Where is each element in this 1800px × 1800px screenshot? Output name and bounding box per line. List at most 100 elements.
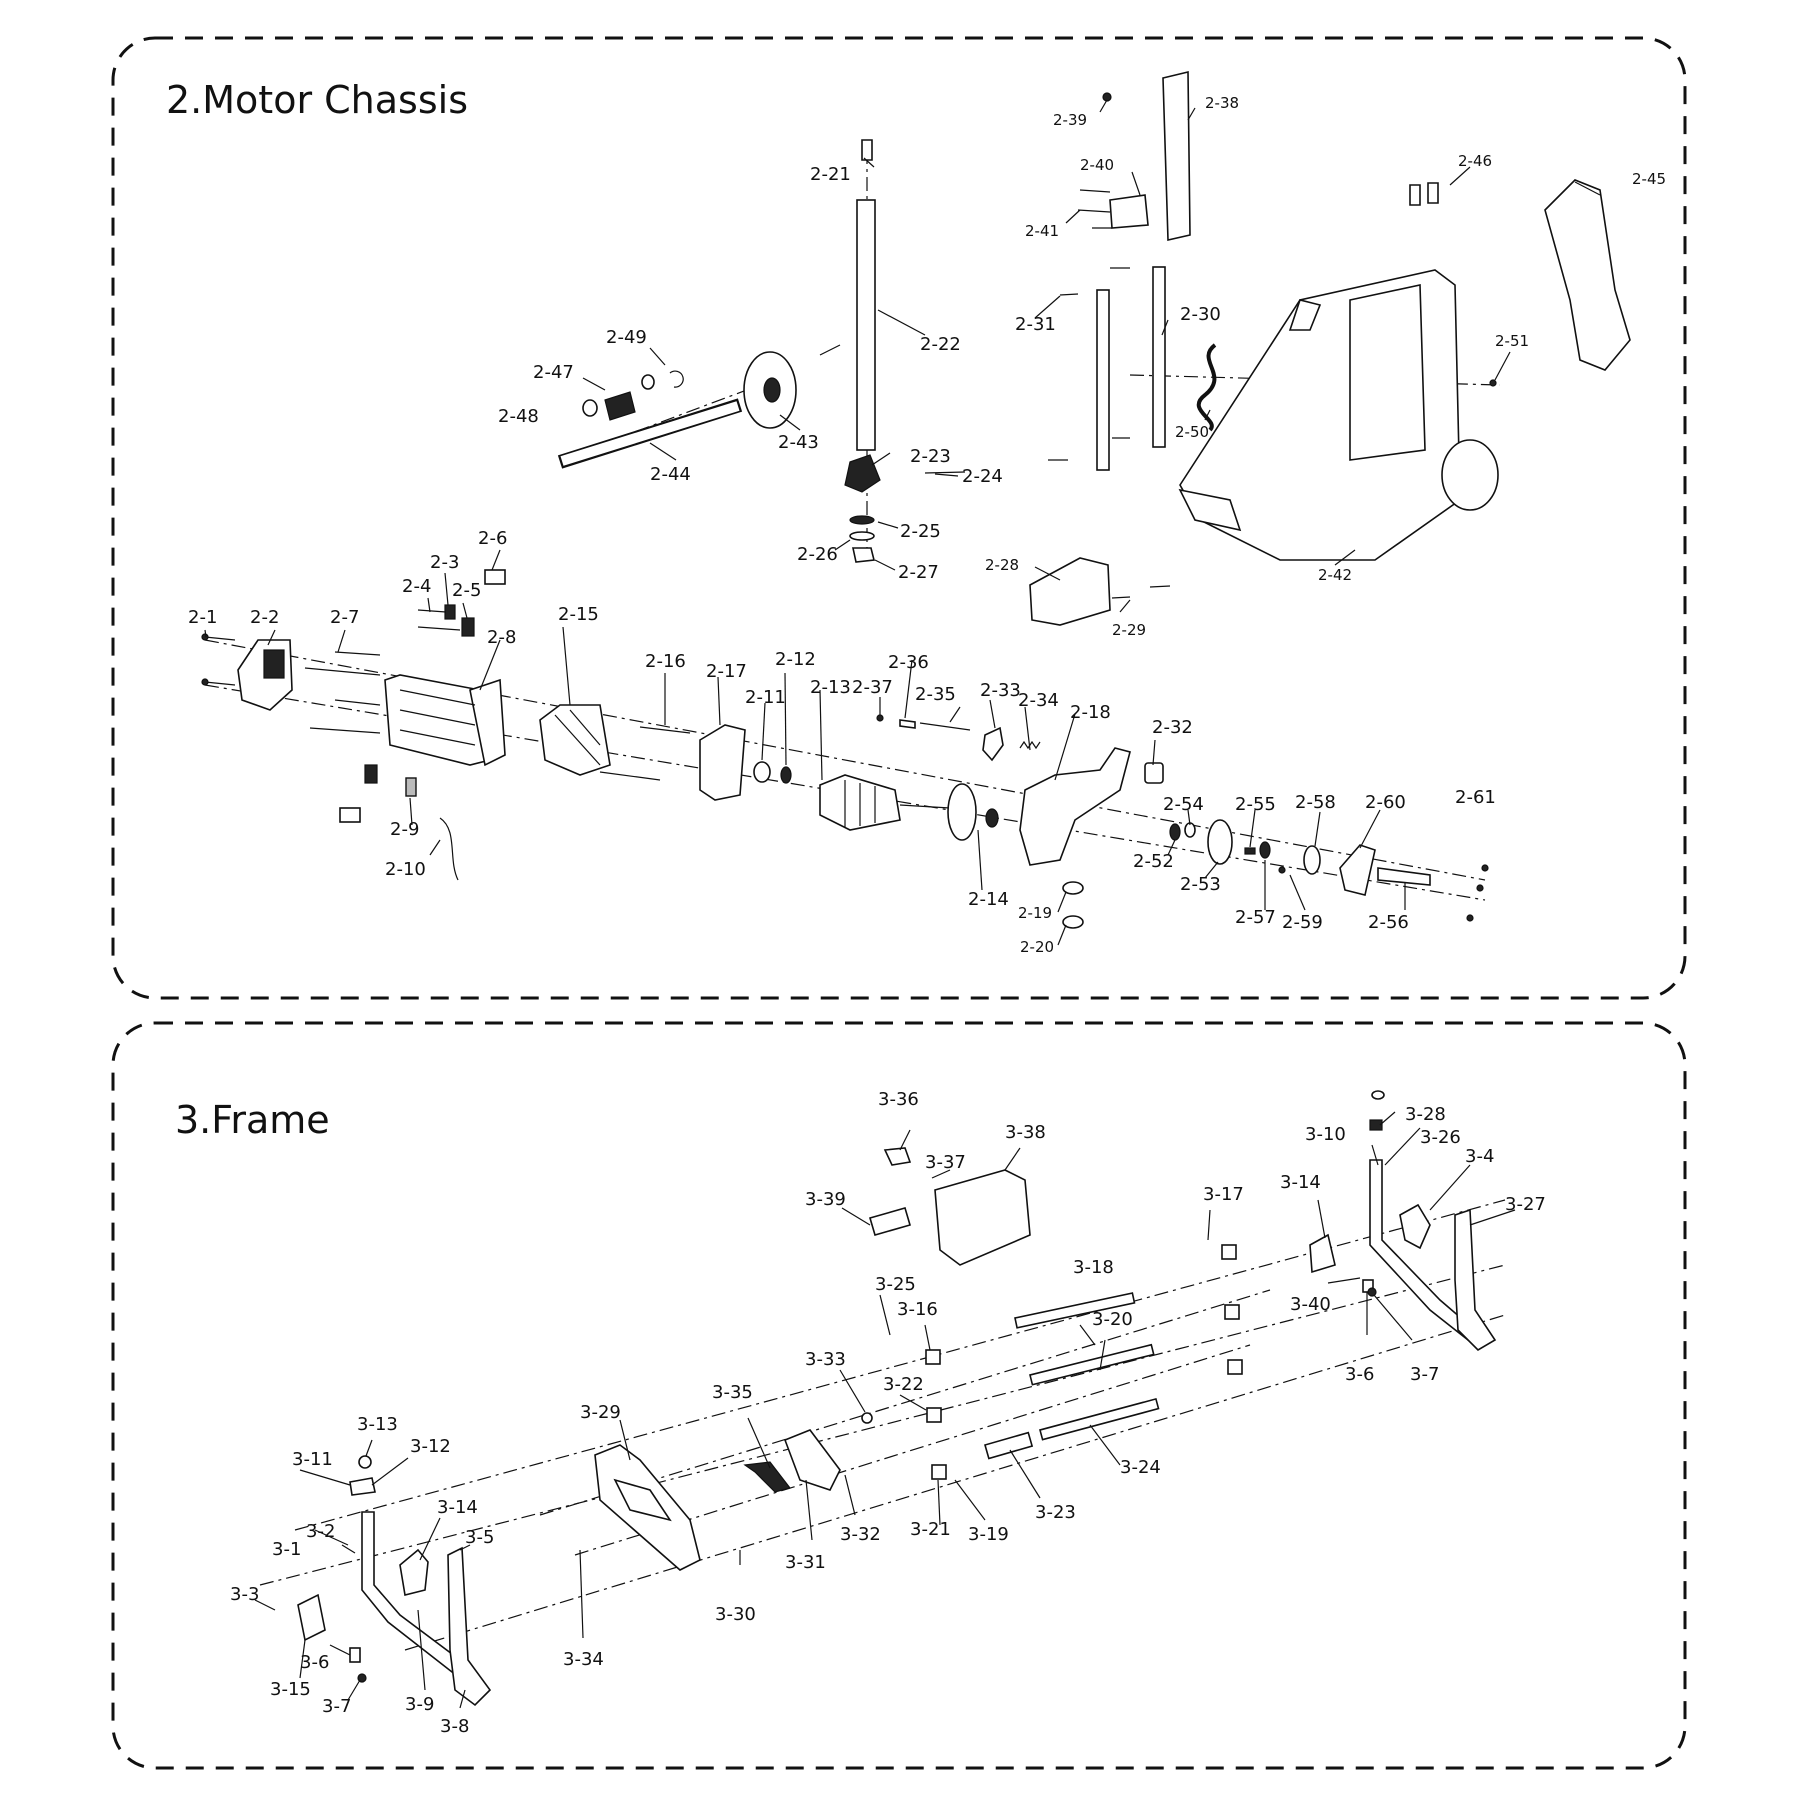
front-frame-window [613,1478,672,1522]
label-2-35: 2-35 [915,684,956,705]
label-3-23: 3-23 [1035,1502,1076,1523]
bar-3-18 [1014,1292,1136,1329]
brush-lower [364,764,378,784]
left-mount-3-15 [297,1593,326,1642]
label-2-29: 2-29 [1112,621,1146,639]
label-2-60: 2-60 [1365,792,1406,813]
brush-holder-2-6 [484,569,506,585]
label-3-22: 3-22 [883,1374,924,1395]
label-3-3: 3-3 [230,1584,259,1605]
armature [819,774,951,831]
label-2-33: 2-33 [980,680,1021,701]
label-3-14-right: 3-14 [1280,1172,1321,1193]
label-3-7: 3-7 [322,1696,351,1717]
label-2-9: 2-9 [390,819,419,840]
label-3-31: 3-31 [785,1552,826,1573]
washer-2-48 [582,399,598,417]
label-2-49: 2-49 [606,327,647,348]
screw-2-61b [1476,884,1484,892]
label-2-34: 2-34 [1018,690,1059,711]
left-bracket-3-14 [399,1548,429,1596]
bearing-2-58 [1303,845,1321,875]
bracket-3-16 [925,1349,941,1365]
label-2-38: 2-38 [1205,94,1239,112]
label-2-39: 2-39 [1053,111,1087,129]
brush-holder-lower [339,807,361,823]
label-2-46: 2-46 [1458,152,1492,170]
label-2-21: 2-21 [810,164,851,185]
label-2-20: 2-20 [1020,938,1054,956]
cord-clamp-2-9 [405,777,417,797]
label-2-43: 2-43 [778,432,819,453]
label-2-36: 2-36 [888,652,929,673]
label-3-20: 3-20 [1092,1309,1133,1330]
screw-2-21 [861,139,873,161]
label-2-51: 2-51 [1495,332,1529,350]
label-3-9: 3-9 [405,1694,434,1715]
label-3-38: 3-38 [1005,1122,1046,1143]
riving-knife-2-45 [1544,179,1631,371]
rod-2-30b [1152,266,1166,448]
label-2-10: 2-10 [385,859,426,880]
bracket-3-22 [926,1407,942,1423]
label-2-48: 2-48 [498,406,539,427]
motor-chassis-title: 2.Motor Chassis [166,78,468,122]
label-2-30: 2-30 [1180,304,1221,325]
label-2-22: 2-22 [920,334,961,355]
bearing-2-54 [1184,822,1196,838]
label-2-17: 2-17 [706,661,747,682]
washer-2-26 [849,531,875,541]
spring-2-50 [1196,343,1217,432]
bevel-shaft-2-44-inner [560,401,740,466]
washer-2-52 [1169,823,1181,841]
screws-2-41 [1077,189,1112,229]
label-2-7: 2-7 [330,607,359,628]
stator-bolt-lower [599,771,661,781]
bar-3-24 [1039,1397,1160,1441]
washer-3-13 [358,1455,372,1469]
right-mount-3-14 [1309,1233,1336,1274]
screws-2-46 [1409,184,1421,206]
frame-axis-4 [539,1289,1271,1516]
label-2-50: 2-50 [1175,423,1209,441]
label-2-24: 2-24 [962,466,1003,487]
bearing-2-11 [753,761,771,783]
label-3-26: 3-26 [1420,1127,1461,1148]
label-2-19: 2-19 [1018,904,1052,922]
arbor-2-56 [1377,867,1431,886]
label-2-42: 2-42 [1318,566,1352,584]
spring-2-47 [604,391,636,421]
housing-bolts [304,651,381,734]
label-2-15: 2-15 [558,604,599,625]
label-2-44: 2-44 [650,464,691,485]
frame-axis-2 [294,1199,1506,1531]
label-3-14: 3-14 [437,1497,478,1518]
label-3-10: 3-10 [1305,1124,1346,1145]
gear-housing [1019,747,1131,866]
label-3-28: 3-28 [1405,1104,1446,1125]
brush-screw-2-4b [417,626,461,631]
label-2-41: 2-41 [1025,222,1059,240]
label-2-3: 2-3 [430,552,459,573]
label-2-45: 2-45 [1632,170,1666,188]
switch-plate-3-39 [869,1207,911,1236]
label-3-40: 3-40 [1290,1294,1331,1315]
label-3-21: 3-21 [910,1519,951,1540]
cap-3-6-left [349,1647,361,1663]
label-3-6-right: 3-6 [1345,1364,1374,1385]
top-clamp-3-12 [349,1477,376,1496]
label-2-5: 2-5 [452,580,481,601]
trunnion-housing [1178,269,1499,561]
label-2-58: 2-58 [1295,792,1336,813]
screw-2-24 [924,471,966,474]
lever-2-33 [982,726,1004,762]
screw-2-39 [1102,92,1112,102]
frame-leaders [254,1111,1516,1709]
label-3-34: 3-34 [563,1649,604,1670]
label-3-16: 3-16 [897,1299,938,1320]
bracket-3-17a [1221,1244,1237,1260]
label-3-24: 3-24 [1120,1457,1161,1478]
label-2-14: 2-14 [968,889,1009,910]
label-2-32: 2-32 [1152,717,1193,738]
bearing-2-19 [1062,881,1084,895]
